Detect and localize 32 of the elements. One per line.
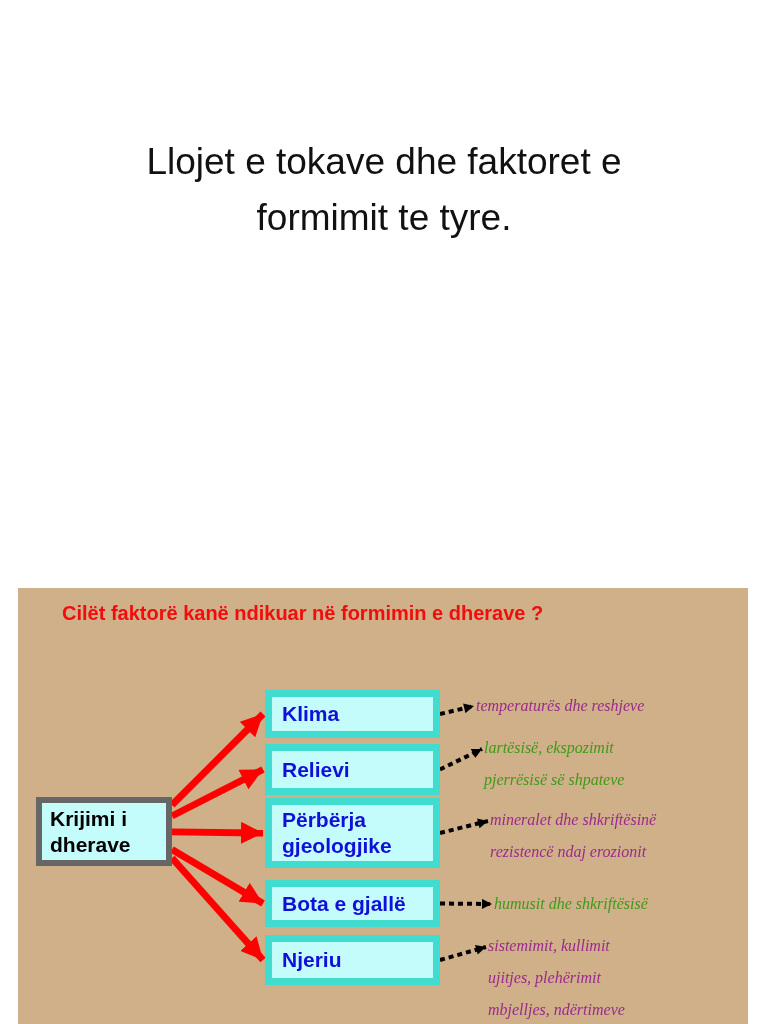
process-box: [265, 690, 440, 738]
note-text: mineralet dhe shkriftësinë: [490, 810, 658, 831]
box-label: Njeriu: [282, 947, 342, 973]
arrow: [169, 855, 266, 963]
note-text: humusit dhe shkriftësisë: [494, 894, 649, 915]
panel-heading: Cilët faktorë kanë ndikuar në formimin e dherave ?: [62, 602, 544, 625]
box-label: Krijimi i dherave: [50, 805, 132, 858]
dotted-arrow: [439, 944, 487, 962]
dotted-arrow: [439, 898, 493, 909]
box-label: Bota e gjallë: [282, 890, 406, 917]
note-text: sistemimit, kullimit: [488, 936, 611, 956]
note-text: rezistencë ndaj erozionit: [490, 842, 648, 863]
box-label: Klima: [282, 701, 340, 727]
process-box: [265, 935, 440, 985]
process-box: [265, 798, 440, 868]
arrow: [171, 821, 264, 844]
note-text: mbjelljes, ndërtimeve: [488, 1000, 626, 1021]
process-box: [36, 797, 172, 866]
note-text: ujitjes, plehërimit: [488, 968, 602, 989]
slide-title: Llojet e tokave dhe faktoret e formimit te tyre.: [145, 140, 623, 240]
box-label: Përbërja gjeologjike: [282, 807, 393, 859]
dotted-arrow: [439, 747, 483, 772]
note-text: pjerrësisë së shpateve: [484, 770, 626, 791]
dotted-arrow: [439, 818, 489, 835]
arrow: [169, 711, 266, 808]
box-label: Relievi: [282, 756, 350, 783]
note-text: lartësisë, ekspozimit: [484, 738, 615, 759]
diagram-panel: [18, 588, 748, 1024]
note-text: temperaturës dhe reshjeve: [476, 696, 646, 717]
process-box: [265, 744, 440, 795]
dotted-arrow: [439, 703, 475, 716]
process-box: [265, 880, 440, 927]
